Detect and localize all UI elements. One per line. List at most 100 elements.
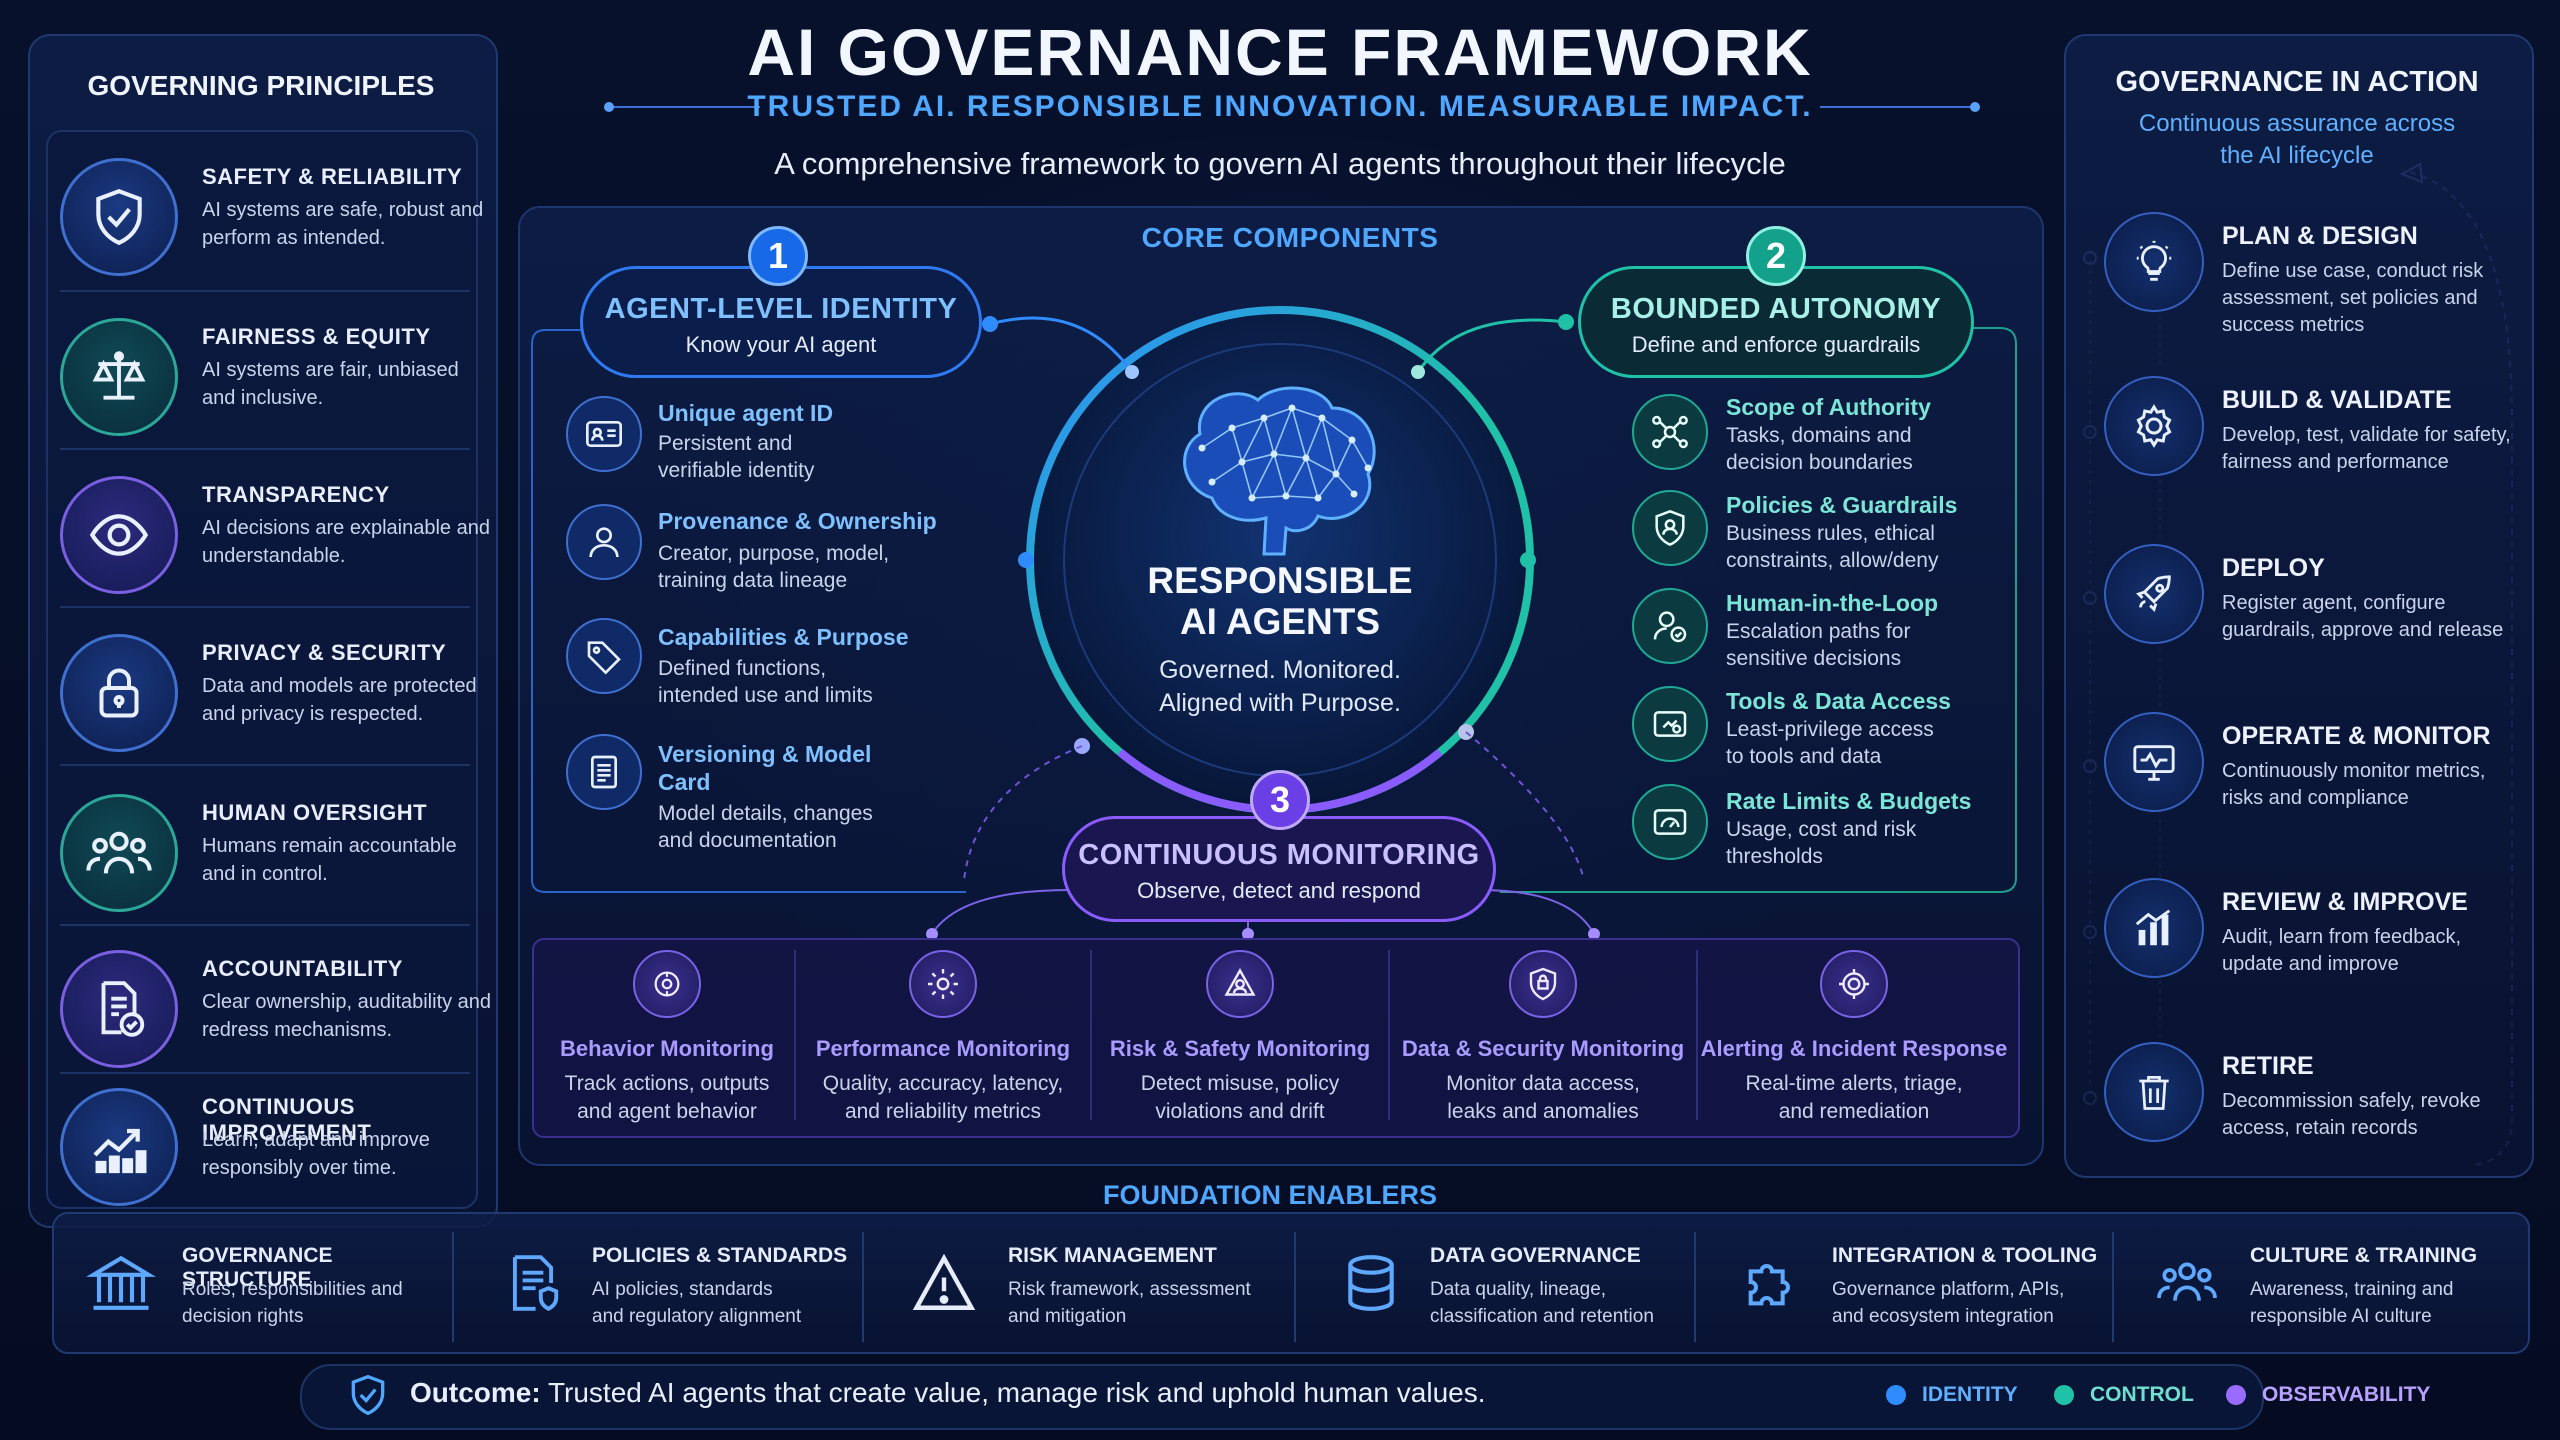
autonomy-item-text-line1: Business rules, ethical <box>1726 522 1935 545</box>
trash-icon <box>2104 1042 2204 1142</box>
monitoring-item-title: Data & Security Monitoring <box>1401 1036 1685 1061</box>
principle-text: Data and models are protected and privac… <box>202 675 477 725</box>
legend-identity-label: IDENTITY <box>1922 1383 2018 1406</box>
monitoring-subtitle: Observe, detect and respond <box>1137 878 1421 903</box>
monitoring-title: CONTINUOUS MONITORING <box>1078 839 1480 871</box>
principle-fairness: FAIRNESS & EQUITY AI systems are fair, u… <box>52 298 472 444</box>
monitoring-item-text: Real-time alerts, triage, and remediation <box>1698 1070 2010 1126</box>
lifecycle-step-title: RETIRE <box>2222 1052 2314 1080</box>
monitoring-item-text-line2: and reliability metrics <box>844 1100 1042 1123</box>
principle-text: Humans remain accountable and in control… <box>202 835 457 885</box>
tagline-rule-left <box>610 106 760 108</box>
tools-icon <box>1632 686 1708 762</box>
principle-safety: SAFETY & RELIABILITY AI systems are safe… <box>52 138 483 284</box>
foundation-item-governance: GOVERNANCE STRUCTURE Roles, responsibili… <box>70 1232 450 1352</box>
foundation-item-integration: INTEGRATION & TOOLING Governance platfor… <box>1720 1232 2110 1352</box>
monitoring-item-alerting: Alerting & Incident Response Real-time a… <box>1698 940 2010 1123</box>
outcome-text: Trusted AI agents that create value, man… <box>547 1377 1486 1408</box>
foundation-item-text-line1: Data quality, lineage, <box>1430 1279 1607 1300</box>
lightbulb-icon <box>2104 212 2204 312</box>
scales-icon <box>60 318 178 436</box>
lock-icon <box>60 634 178 752</box>
identity-item-text: Creator, purpose, model,training data li… <box>658 540 889 594</box>
autonomy-title: BOUNDED AUTONOMY <box>1610 293 1942 325</box>
divider <box>60 1072 470 1074</box>
foundation-item-risk: RISK MANAGEMENT Risk framework, assessme… <box>890 1232 1290 1352</box>
policy-document-icon <box>512 1255 559 1312</box>
principle-title: TRANSPARENCY <box>202 482 390 507</box>
autonomy-item-title: Tools & Data Access <box>1726 688 1951 714</box>
autonomy-item-title: Scope of Authority <box>1726 394 1931 420</box>
identity-subtitle: Know your AI agent <box>685 332 877 357</box>
principle-title: FAIRNESS & EQUITY <box>202 324 431 349</box>
tag-icon <box>566 618 642 694</box>
autonomy-item-text-line1: Tasks, domains and <box>1726 424 1912 447</box>
foundation-item-text-line1: Risk framework, assessment <box>1008 1279 1251 1300</box>
lifecycle-subtitle-line1: Continuous assurance across <box>2138 110 2456 137</box>
foundation-item-text-line1: Roles, responsibilities and <box>182 1279 403 1300</box>
lifecycle-step-title: OPERATE & MONITOR <box>2222 722 2491 750</box>
foundation-panel <box>52 1212 2530 1354</box>
shield-icon <box>1509 950 1577 1018</box>
lifecycle-step-title: PLAN & DESIGN <box>2222 222 2418 250</box>
lifecycle-step-review: REVIEW & IMPROVE Audit, learn from feedb… <box>2104 878 2524 988</box>
foundation-item-title: CULTURE & TRAINING <box>2250 1244 2478 1267</box>
foundation-item-data: DATA GOVERNANCE Data quality, lineage,cl… <box>1320 1232 1692 1352</box>
divider <box>60 606 470 608</box>
divider <box>1388 950 1390 1120</box>
foundation-item-title: DATA GOVERNANCE <box>1430 1244 1641 1267</box>
principle-privacy: PRIVACY & SECURITY Data and models are p… <box>52 614 477 760</box>
identity-item-text-line2: and documentation <box>658 829 837 852</box>
principle-text: Learn, adapt and improve responsibly ove… <box>202 1129 430 1179</box>
eye-icon <box>60 476 178 594</box>
monitoring-item-title: Alerting & Incident Response <box>1700 1036 2008 1061</box>
monitoring-item-performance: Performance Monitoring Quality, accuracy… <box>796 940 1090 1123</box>
legend-control-label: CONTROL <box>2090 1383 2194 1406</box>
document-check-icon <box>60 950 178 1068</box>
legend-observability-label: OBSERVABILITY <box>2262 1383 2431 1406</box>
foundation-item-title: GOVERNANCE STRUCTURE <box>182 1244 333 1291</box>
gear-icon <box>2104 376 2204 476</box>
identity-item-text-line2: intended use and limits <box>658 684 873 707</box>
identity-item-title: Capabilities & Purpose <box>658 624 909 650</box>
foundation-item-culture: CULTURE & TRAINING Awareness, training a… <box>2136 1232 2520 1352</box>
legend-observability-dot <box>2226 1385 2246 1405</box>
foundation-item-text-line2: and ecosystem integration <box>1832 1306 2054 1327</box>
monitoring-item-risk: Risk & Safety Monitoring Detect misuse, … <box>1092 940 1388 1123</box>
lifecycle-step-text: Continuously monitor metrics, risks and … <box>2222 760 2486 809</box>
autonomy-subtitle: Define and enforce guardrails <box>1631 332 1921 357</box>
trend-chart-icon <box>60 1088 178 1206</box>
principle-title: PRIVACY & SECURITY <box>202 640 447 665</box>
lifecycle-subtitle: Continuous assurance across the AI lifec… <box>2064 108 2530 172</box>
divider <box>1294 1232 1296 1342</box>
building-icon <box>86 1255 156 1310</box>
principle-accountability: ACCOUNTABILITY Clear ownership, auditabi… <box>52 930 491 1076</box>
lifecycle-step-operate: OPERATE & MONITOR Continuously monitor m… <box>2104 712 2524 822</box>
foundation-item-title: POLICIES & STANDARDS <box>592 1244 848 1267</box>
autonomy-number-badge: 2 <box>1746 226 1806 286</box>
monitoring-item-text-line1: Monitor data access, <box>1446 1072 1640 1095</box>
monitoring-item-text-line1: Real-time alerts, triage, <box>1745 1072 1963 1095</box>
identity-item-text-line1: Persistent and <box>658 432 793 455</box>
monitoring-item-text-line2: and remediation <box>1778 1100 1930 1123</box>
monitor-pulse-icon <box>2104 712 2204 812</box>
document-icon <box>566 734 642 810</box>
monitoring-item-text-line1: Detect misuse, policy <box>1140 1072 1340 1095</box>
principle-continuous-improvement: CONTINUOUS IMPROVEMENT Learn, adapt and … <box>52 1068 472 1214</box>
outcome-label: Outcome: <box>410 1377 541 1408</box>
foundation-title: FOUNDATION ENABLERS <box>1103 1180 1437 1210</box>
brain-icon <box>1183 386 1376 556</box>
rocket-icon <box>2104 544 2204 644</box>
autonomy-item-title: Policies & Guardrails <box>1726 492 1958 518</box>
gauge-icon <box>1632 784 1708 860</box>
foundation-item-title: RISK MANAGEMENT <box>1008 1244 1217 1267</box>
identity-item-text-line1: Model details, changes <box>658 802 873 825</box>
page-subtitle: A comprehensive framework to govern AI a… <box>774 146 1786 181</box>
